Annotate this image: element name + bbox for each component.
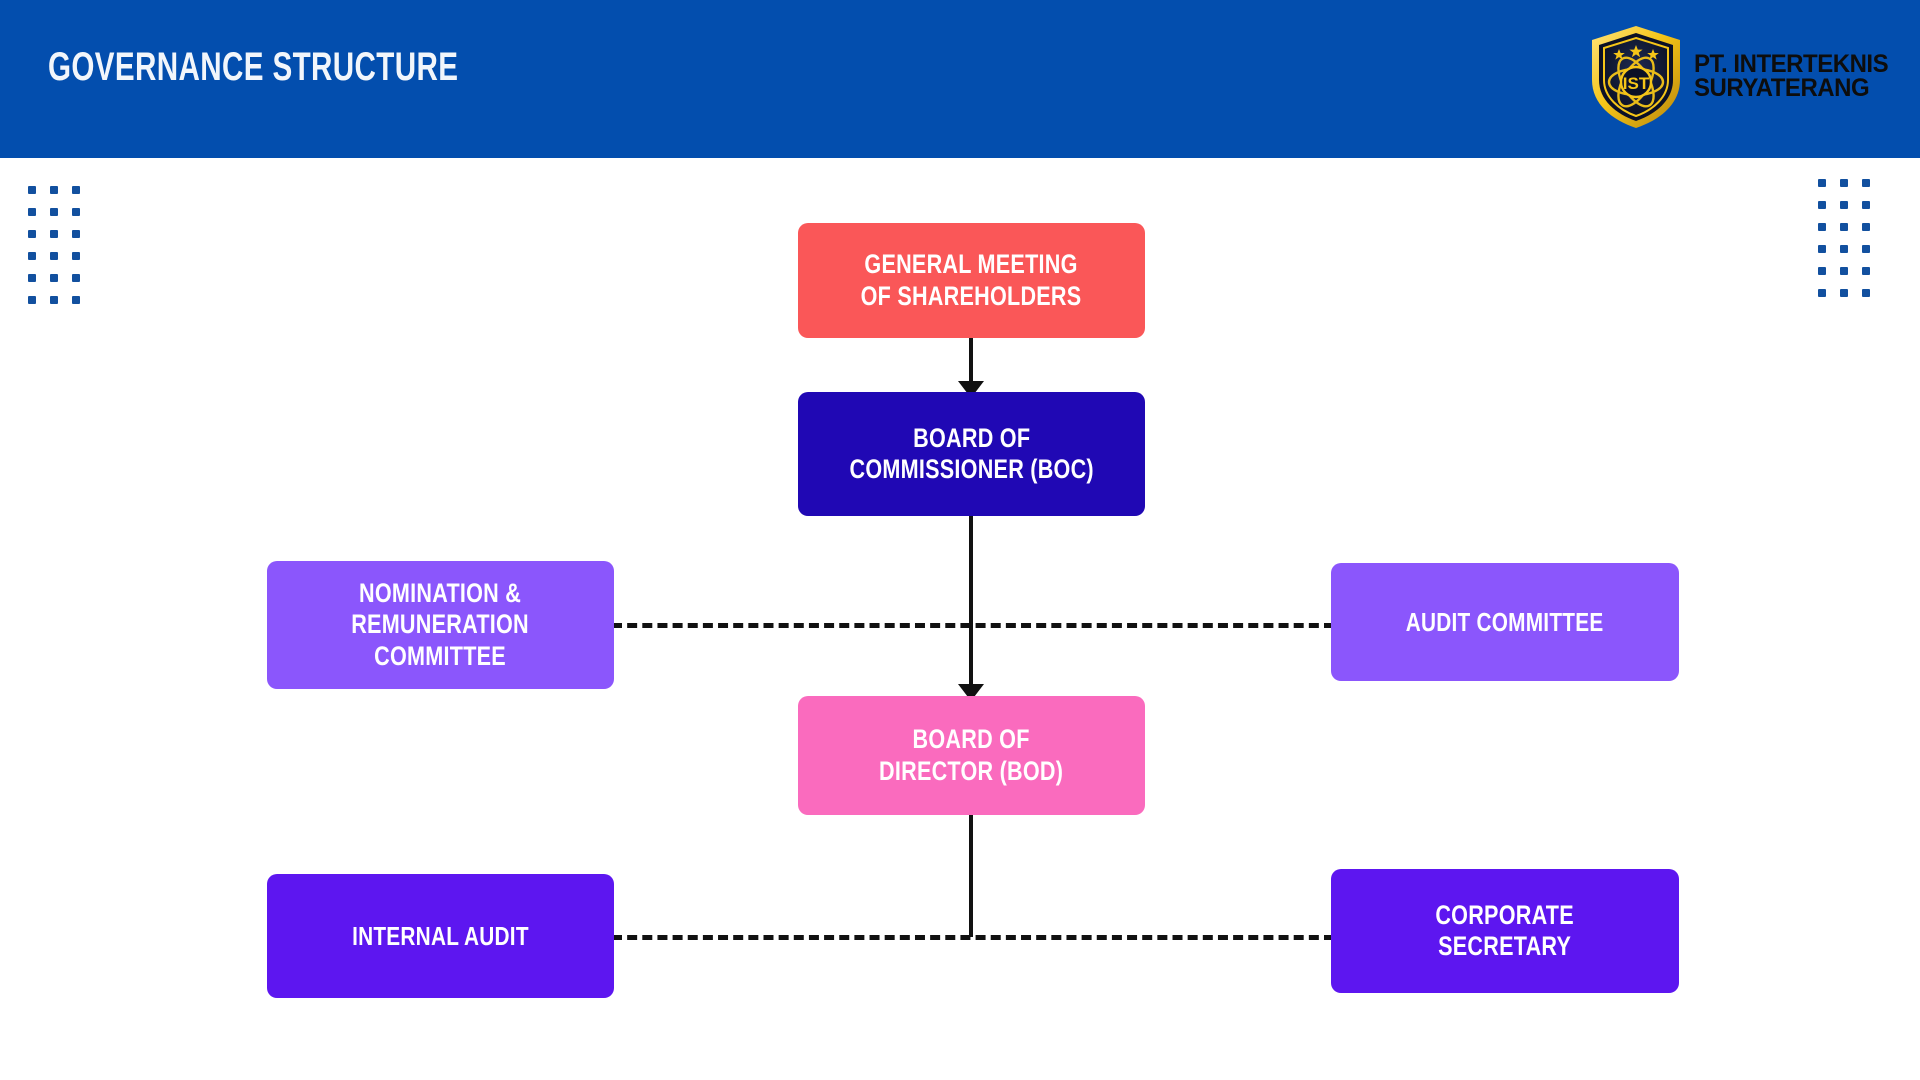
node-label: AUDIT COMMITTEE: [1406, 606, 1604, 637]
dot-grid-right-decoration: [1818, 179, 1884, 311]
connector-gms-to-boc: [969, 338, 973, 396]
node-nomination-remuneration-committee[interactable]: NOMINATION & REMUNERATION COMMITTEE: [267, 561, 614, 689]
dot-grid-left-decoration: [28, 186, 94, 318]
page-title: GOVERNANCE STRUCTURE: [48, 45, 459, 89]
node-general-meeting-of-shareholders[interactable]: GENERAL MEETING OF SHAREHOLDERS: [798, 223, 1145, 338]
node-label: BOARD OF COMMISSIONER (BOC): [849, 422, 1094, 484]
node-label: NOMINATION & REMUNERATION COMMITTEE: [351, 578, 530, 671]
node-label: INTERNAL AUDIT: [352, 920, 529, 951]
node-label: GENERAL MEETING OF SHAREHOLDERS: [861, 249, 1082, 311]
node-audit-committee[interactable]: AUDIT COMMITTEE: [1331, 563, 1679, 681]
node-board-of-director[interactable]: BOARD OF DIRECTOR (BOD): [798, 696, 1145, 815]
shield-icon: IST: [1588, 24, 1684, 130]
node-label: BOARD OF DIRECTOR (BOD): [879, 724, 1064, 786]
company-name: PT. INTERTEKNIS SURYATERANG: [1693, 50, 1896, 102]
node-internal-audit[interactable]: INTERNAL AUDIT: [267, 874, 614, 998]
dashed-connector-support-units: [612, 935, 1334, 940]
node-board-of-commissioner[interactable]: BOARD OF COMMISSIONER (BOC): [798, 392, 1145, 516]
company-name-line-2: SURYATERANG: [1693, 74, 1870, 102]
company-logo: IST PT. INTERTEKNIS SURYATERANG: [1588, 22, 1896, 132]
dashed-connector-committees: [612, 623, 1334, 628]
header-bar: GOVERNANCE STRUCTURE: [0, 0, 1920, 158]
node-label: CORPORATE SECRETARY: [1435, 899, 1575, 961]
connector-bod-to-bottom-row: [969, 815, 973, 937]
svg-text:IST: IST: [1623, 74, 1650, 93]
node-corporate-secretary[interactable]: CORPORATE SECRETARY: [1331, 869, 1679, 993]
company-name-line-1: PT. INTERTEKNIS: [1693, 50, 1889, 79]
connector-boc-to-bod: [969, 516, 973, 698]
